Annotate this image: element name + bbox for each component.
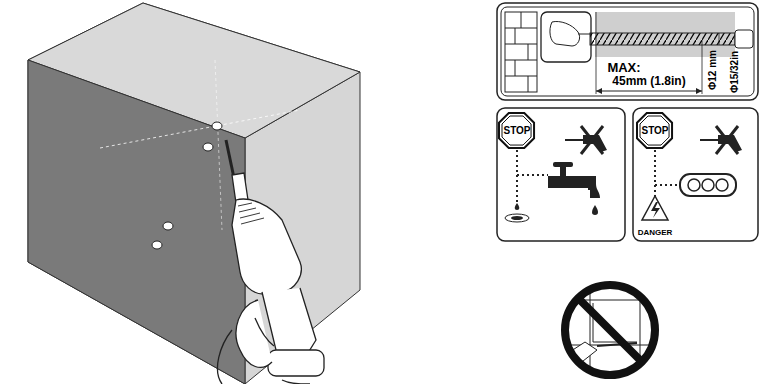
electric-wire-warning (633, 108, 758, 241)
dimension-label: 45mm (1.8in) (610, 75, 687, 87)
water-pipe-warning (497, 108, 625, 241)
dimension-label: Φ15/32in (730, 51, 740, 93)
depth-panel (497, 3, 758, 100)
stop-sign: STOP (636, 112, 673, 149)
no-drilling-tile-joint-sign (560, 280, 660, 380)
dimension-label: Φ12 mm (708, 50, 718, 90)
stop-sign: STOP (498, 112, 535, 149)
stop-text: STOP (641, 126, 668, 136)
dimension-label: MAX: (607, 61, 640, 74)
power-drill (217, 140, 324, 384)
concrete-block (28, 3, 360, 384)
stop-text: STOP (503, 126, 530, 136)
dimension-label: DANGER (638, 229, 673, 237)
